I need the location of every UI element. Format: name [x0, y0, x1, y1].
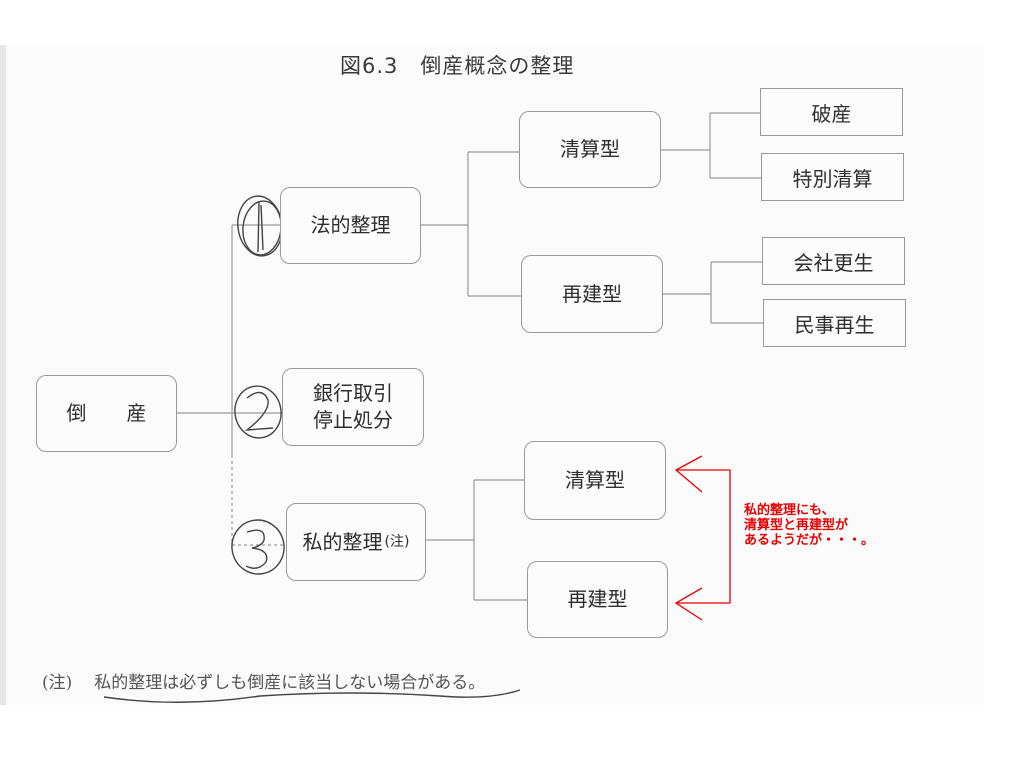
digit-2 — [244, 391, 274, 431]
private-reconstruction-label: 再建型 — [567, 587, 628, 611]
footnote: (注) 私的整理は必ずしも倒産に該当しない場合がある。 — [42, 668, 485, 693]
handwritten-marks — [103, 195, 521, 703]
figure-title: 図6.3 倒産概念の整理 — [340, 54, 575, 78]
red-annotation: 私的整理にも、 清算型と再建型が あるようだが・・・。 — [744, 503, 904, 548]
branch-private-node: 私的整理 (注) — [286, 503, 426, 581]
legal-reconstruction-node: 再建型 — [521, 255, 663, 333]
private-liquidation-label: 清算型 — [565, 468, 625, 492]
leaf-special-liquidation-label: 特別清算 — [792, 166, 873, 191]
leaf-corporate-reorganization: 会社更生 — [762, 237, 905, 285]
footnote-text: 私的整理は必ずしも倒産に該当しない場合がある。 — [94, 673, 486, 693]
legal-reconstruction-label: 再建型 — [562, 281, 622, 306]
branch-private-label: 私的整理 — [302, 529, 383, 554]
private-reconstruction-node: 再建型 — [527, 561, 668, 638]
branch-legal-node: 法的整理 — [280, 187, 421, 264]
red-arrows — [674, 455, 731, 621]
legal-liquidation-node: 清算型 — [519, 111, 661, 188]
annotation-line-1: 私的整理にも、 — [744, 503, 835, 518]
arrow-head-top — [674, 455, 703, 493]
legal-liquidation-label: 清算型 — [560, 137, 620, 161]
scan-edge — [0, 45, 6, 705]
root-label: 倒産 — [66, 401, 187, 425]
handwritten-underline — [103, 689, 521, 703]
annotation-bracket — [676, 469, 731, 604]
leaf-bankruptcy-label: 破産 — [811, 101, 852, 126]
leaf-bankruptcy: 破産 — [760, 88, 903, 136]
leaf-corporate-reorganization-label: 会社更生 — [793, 250, 874, 275]
leaf-civil-rehabilitation: 民事再生 — [763, 299, 906, 347]
root-node-bankruptcy: 倒産 — [36, 375, 177, 452]
circle-2 — [234, 385, 282, 439]
annotation-line-3: あるようだが・・・。 — [744, 533, 875, 548]
digit-3 — [245, 529, 268, 569]
leaf-civil-rehabilitation-label: 民事再生 — [794, 312, 875, 337]
annotation-line-2: 清算型と再建型が — [744, 518, 849, 533]
footnote-marker: (注) — [42, 673, 73, 693]
circle-3 — [231, 519, 285, 575]
digit-1 — [257, 201, 260, 253]
branch-private-note-marker: (注) — [384, 533, 410, 550]
circle-1 — [237, 195, 283, 257]
branch-bank-node: 銀行取引 停止処分 — [282, 368, 424, 446]
branch-bank-label-line2: 停止処分 — [313, 408, 393, 432]
private-liquidation-node: 清算型 — [524, 441, 666, 520]
branch-bank-label-line1: 銀行取引 — [313, 381, 393, 405]
leaf-special-liquidation: 特別清算 — [761, 153, 904, 201]
branch-legal-label: 法的整理 — [310, 213, 391, 237]
arrow-head-bottom — [674, 587, 703, 621]
